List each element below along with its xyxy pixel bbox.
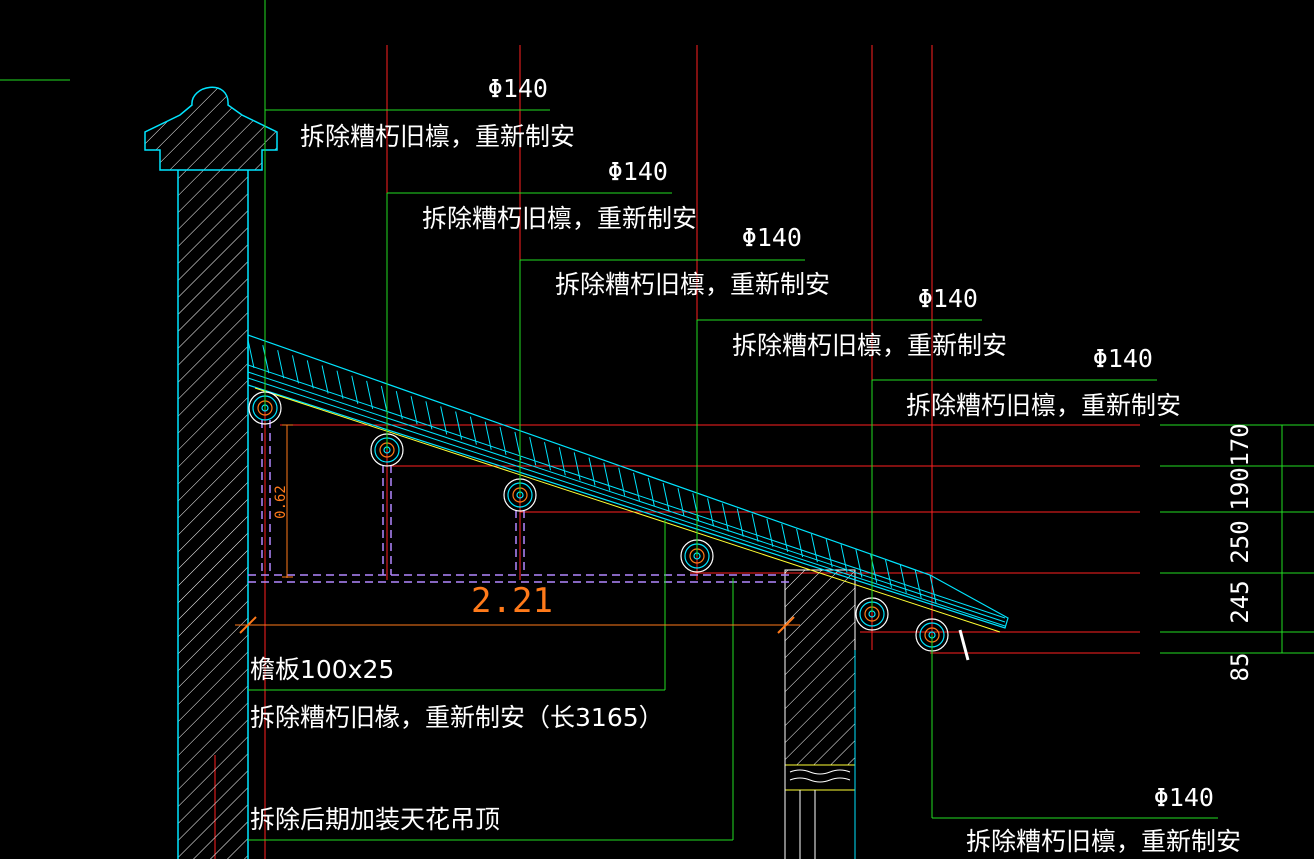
roof-tile-tick	[306, 360, 314, 389]
vdim-1: 170	[1226, 423, 1254, 466]
roof-tile-tick	[410, 396, 418, 425]
ceiling-note: 拆除后期加装天花吊顶	[250, 805, 500, 834]
callout-note: 拆除糟朽旧檩，重新制安	[906, 391, 1181, 420]
roof-slope	[247, 334, 1009, 661]
callout-note: 拆除糟朽旧檩，重新制安	[555, 270, 830, 299]
roof-tile-tick	[781, 523, 789, 553]
callout-5: Φ140 拆除糟朽旧檩，重新制安	[966, 783, 1241, 856]
roof-tile-tick	[262, 344, 270, 374]
roof-tile-tick	[914, 569, 922, 599]
vertical-dimensions: 170 190 250 245 85	[1226, 423, 1254, 681]
roof-tile-tick	[588, 457, 596, 486]
callout-size: Φ140	[488, 74, 548, 103]
roof-tile-tick	[721, 503, 729, 532]
roof-tile-tick	[840, 544, 848, 573]
callout-note: 拆除糟朽旧檩，重新制安	[422, 204, 697, 233]
roof-tile-tick	[766, 518, 774, 547]
span-dimension-label: 2.21	[471, 581, 553, 621]
roof-tile-tick	[707, 498, 715, 527]
roof-tile-tick	[662, 482, 670, 512]
roof-tile-tick	[677, 488, 685, 517]
eaves-board-note: 檐板100x25	[250, 655, 394, 684]
roof-tile-tick	[484, 421, 492, 450]
callout-4: Φ140 拆除糟朽旧檩，重新制安	[906, 344, 1181, 420]
roof-tile-tick	[885, 559, 892, 588]
roof-tile-tick	[380, 385, 388, 415]
callout-leaders	[248, 0, 1314, 841]
callout-note: 拆除糟朽旧檩，重新制安	[300, 122, 575, 151]
roof-tile-tick	[469, 416, 477, 445]
callout-0: Φ140 拆除糟朽旧檩，重新制安	[300, 74, 575, 151]
roof-tile-tick	[692, 493, 700, 522]
vdim-2: 190	[1226, 467, 1254, 510]
span-dimension	[235, 424, 800, 634]
roof-tile-tick	[321, 365, 329, 394]
roof-tile-tick	[899, 564, 907, 593]
red-grid-horizontal	[280, 424, 1140, 654]
roof-tile-tick	[603, 462, 611, 491]
roof-tile-tick	[247, 339, 255, 369]
roof-tile-tick	[573, 452, 581, 481]
roof-tile-tick	[633, 472, 640, 501]
ceiling-framing	[248, 420, 790, 583]
roof-tile-tick	[455, 411, 463, 440]
roof-tile-tick	[529, 436, 537, 466]
vdim-3: 250	[1226, 520, 1254, 563]
roof-tile-tick	[351, 375, 359, 404]
roof-tile-tick	[558, 447, 566, 476]
callout-1: Φ140 拆除糟朽旧檩，重新制安	[422, 157, 697, 233]
callout-note: 拆除糟朽旧檩，重新制安	[732, 331, 1007, 360]
roof-tile-tick	[929, 574, 937, 604]
roof-tile-tick	[277, 350, 285, 379]
roof-tile-tick	[366, 380, 374, 410]
roof-tile-tick	[825, 539, 833, 568]
callout-size: Φ140	[742, 223, 802, 252]
roof-tile-tick	[751, 513, 759, 542]
roof-tile-tick	[810, 533, 818, 563]
roof-tile-tick	[618, 467, 626, 496]
roof-tile-tick	[440, 406, 448, 435]
roof-tile-tick	[499, 426, 507, 455]
callout-size: Φ140	[918, 284, 978, 313]
rafter-note: 拆除糟朽旧椽，重新制安（长3165）	[250, 703, 664, 732]
roof-tile-tick	[647, 477, 655, 507]
callout-note: 拆除糟朽旧檩，重新制安	[966, 827, 1241, 856]
left-wall	[144, 86, 278, 859]
roof-tile-tick	[544, 442, 551, 471]
roof-tile-tick	[855, 549, 863, 578]
callout-size: Φ140	[1093, 344, 1153, 373]
callout-3: Φ140 拆除糟朽旧檩，重新制安	[732, 284, 1007, 360]
height-dimension-label: 0.62	[273, 485, 289, 519]
roof-tile-tick	[292, 355, 299, 384]
callout-2: Φ140 拆除糟朽旧檩，重新制安	[555, 223, 830, 299]
right-post	[784, 569, 856, 859]
roof-tile-tick	[336, 370, 344, 399]
roof-tile-tick	[796, 528, 804, 558]
roof-tile-tick	[395, 390, 403, 420]
callout-size: Φ140	[1154, 783, 1214, 812]
vdim-4: 245	[1226, 580, 1254, 623]
callout-size: Φ140	[608, 157, 668, 186]
vdim-5: 85	[1226, 653, 1254, 682]
roof-tile-tick	[425, 401, 433, 430]
roof-tile-tick	[736, 508, 744, 537]
